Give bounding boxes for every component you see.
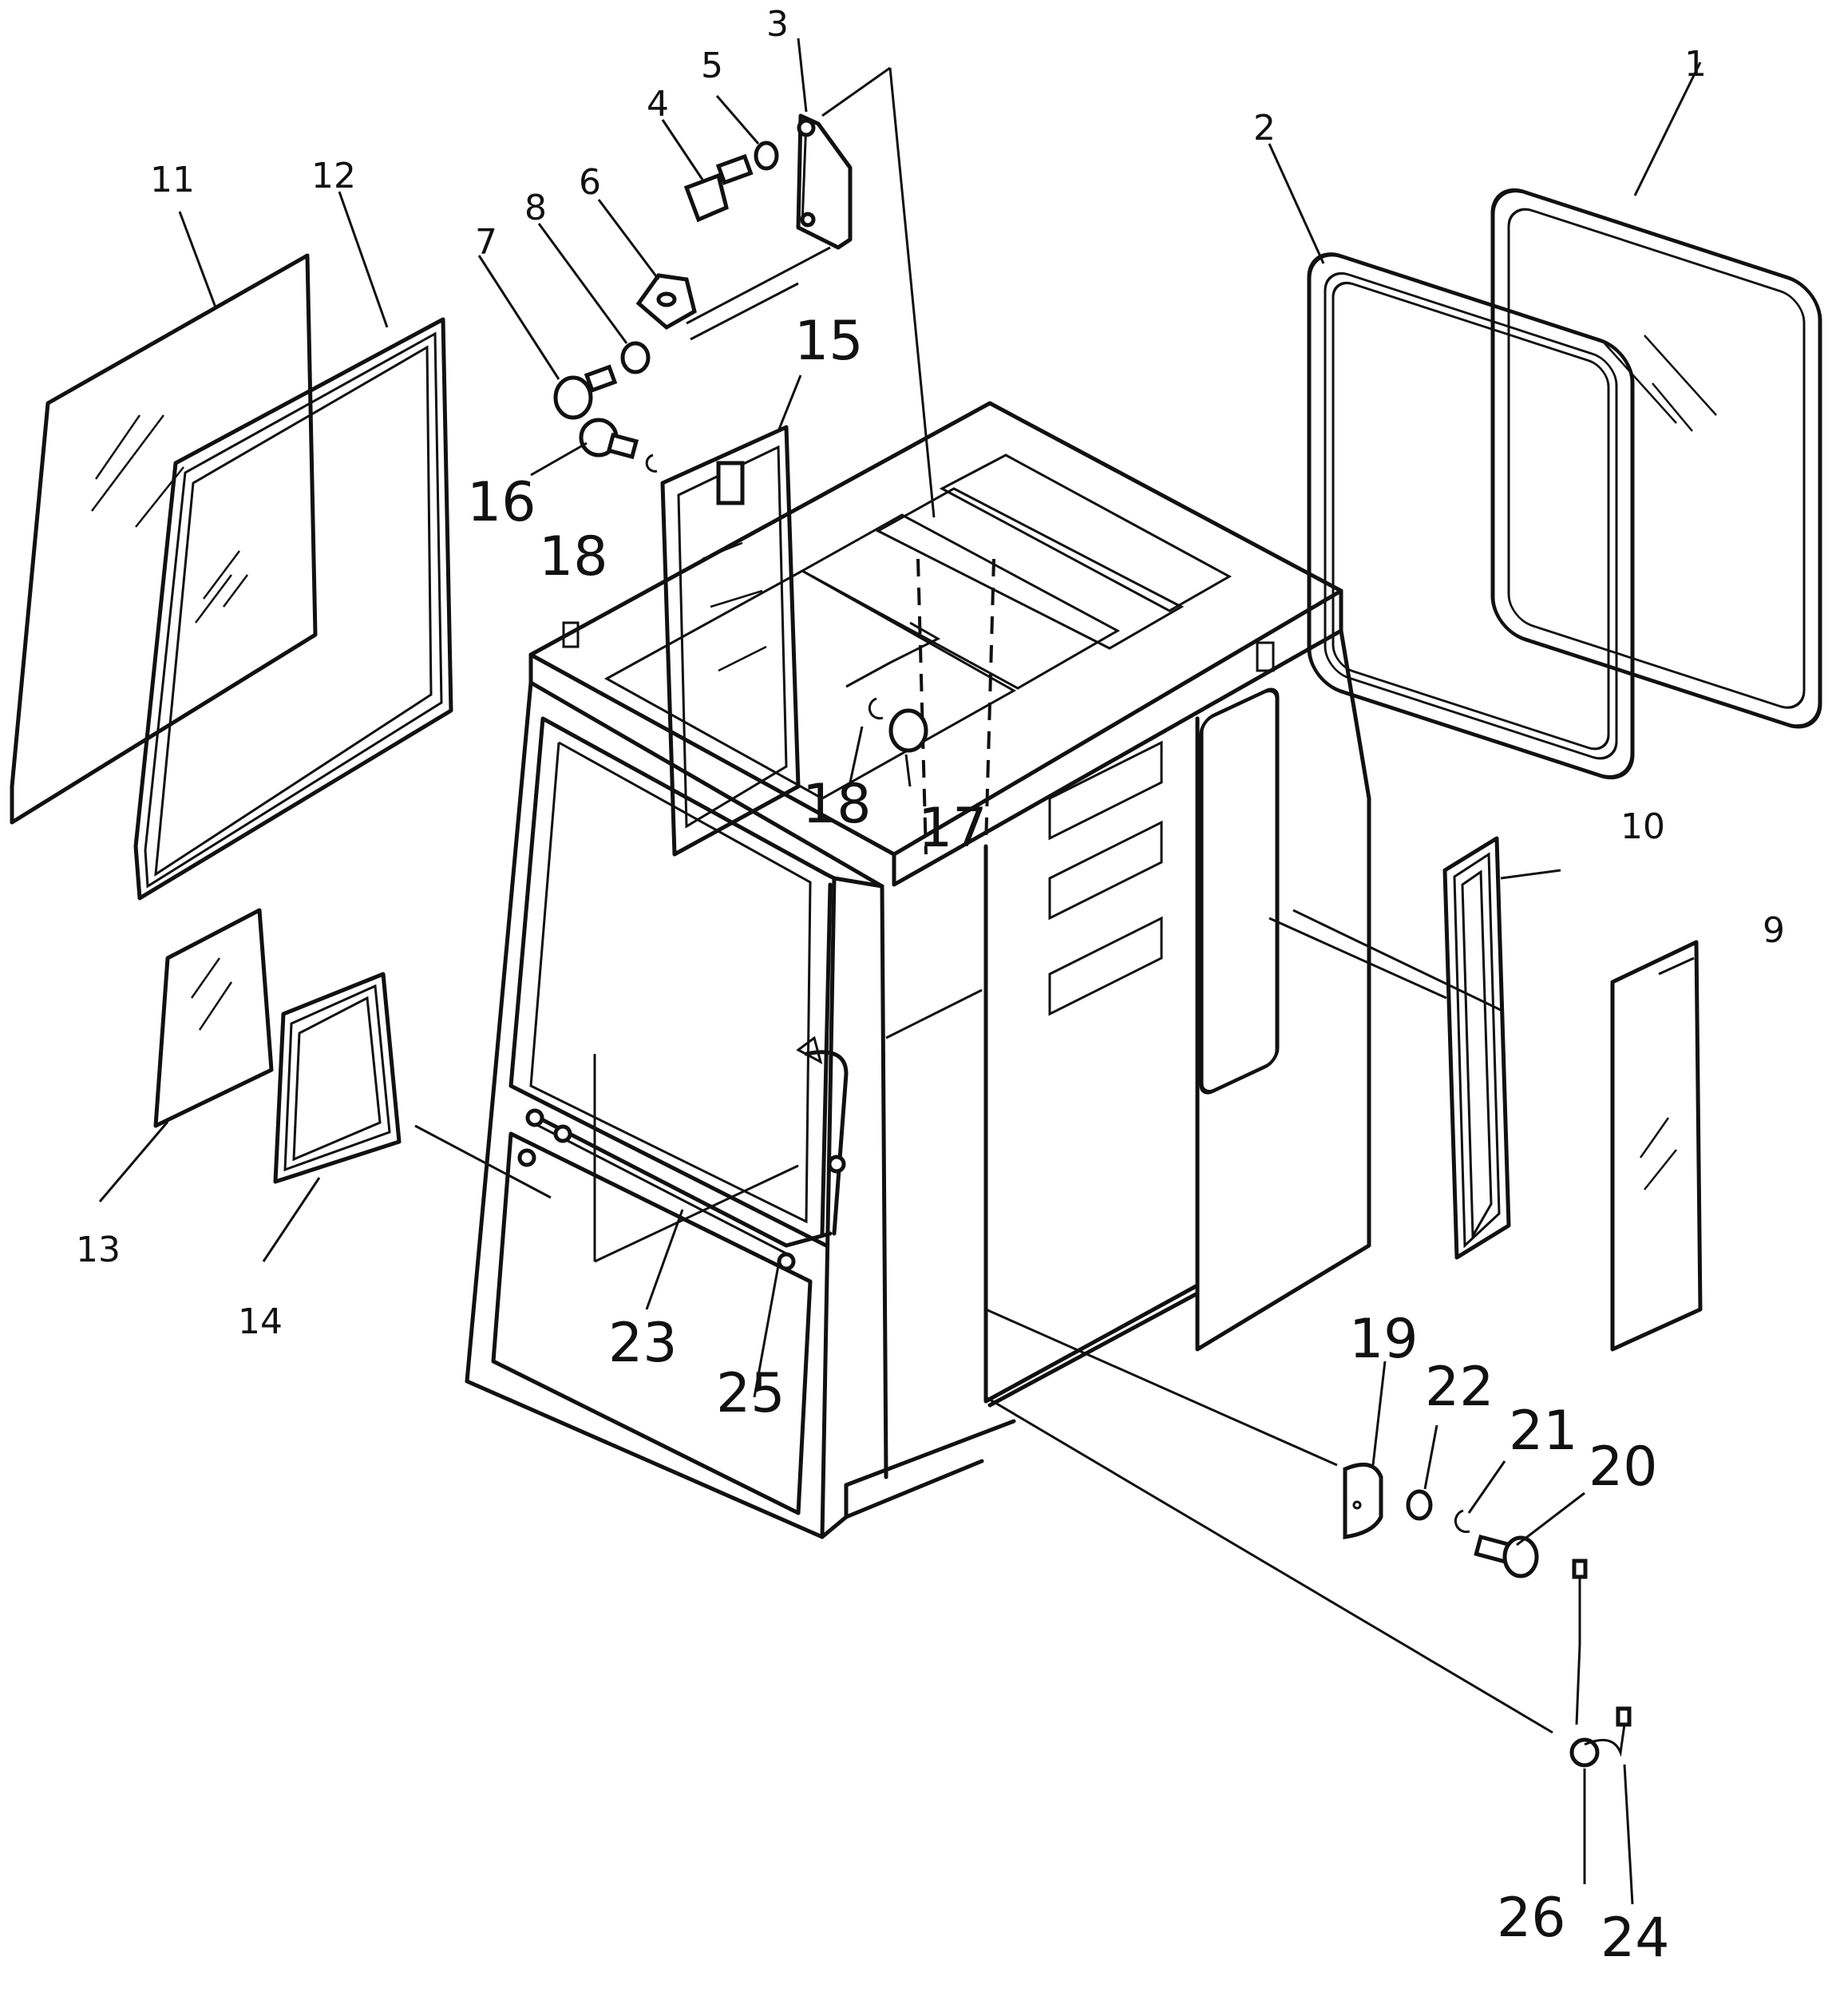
bolt-4 [683,153,754,223]
glass-1 [1490,188,1822,729]
callout-25: 25 [716,1362,785,1425]
weatherstrip-14 [273,972,402,1184]
washer-5 [754,141,779,171]
callout-5: 5 [701,46,723,86]
callout-19: 19 [1349,1308,1419,1371]
callout-2: 2 [1253,108,1276,149]
snap-ring-18a [645,454,658,473]
callout-23: 23 [608,1312,678,1375]
lamp-wire-26-24 [1569,1559,1632,1768]
reflector-19 [1343,1462,1383,1539]
callout-labels: 1 2 3 4 5 6 7 8 9 10 11 12 13 14 15 16 1… [76,4,1785,1970]
callout-17: 17 [918,797,987,860]
callout-20: 20 [1589,1436,1658,1499]
glass-9 [1610,940,1703,1352]
callout-9: 9 [1763,910,1785,951]
weatherstrip-2 [1307,252,1635,780]
callout-24: 24 [1601,1907,1670,1970]
nut-17 [888,708,928,753]
weatherstrip-10 [1442,836,1511,1260]
callout-12: 12 [311,156,356,196]
latch-6 [635,246,831,341]
leader-lines [98,38,1702,1905]
callout-1: 1 [1684,44,1707,85]
cab-frame [465,401,1371,1539]
callout-15: 15 [794,310,864,373]
bolt-7 [553,364,618,420]
washer-8 [620,341,651,374]
callout-13: 13 [76,1230,121,1270]
callout-26: 26 [1497,1887,1566,1950]
callout-14: 14 [238,1301,283,1342]
bolt-20 [1474,1534,1539,1578]
callout-7: 7 [475,222,497,263]
bolt-16 [579,418,639,460]
door-panel [660,425,801,857]
roof-bracket [796,66,936,518]
callout-11: 11 [150,160,195,200]
callout-22: 22 [1425,1356,1494,1419]
callout-18a: 18 [539,525,608,588]
weatherstrip-12 [133,317,453,901]
callout-16: 16 [467,471,536,534]
washer-22 [1406,1489,1433,1521]
snap-ring-21 [1454,1509,1470,1534]
callout-10: 10 [1620,806,1665,847]
snap-ring-18b [868,697,884,720]
callout-4: 4 [647,84,669,125]
callout-3: 3 [766,4,789,45]
callout-6: 6 [579,162,601,203]
glass-13 [153,908,274,1128]
callout-18b: 18 [802,773,872,836]
callout-8: 8 [524,188,547,228]
glass-11 [10,253,318,825]
callout-21: 21 [1509,1400,1578,1463]
